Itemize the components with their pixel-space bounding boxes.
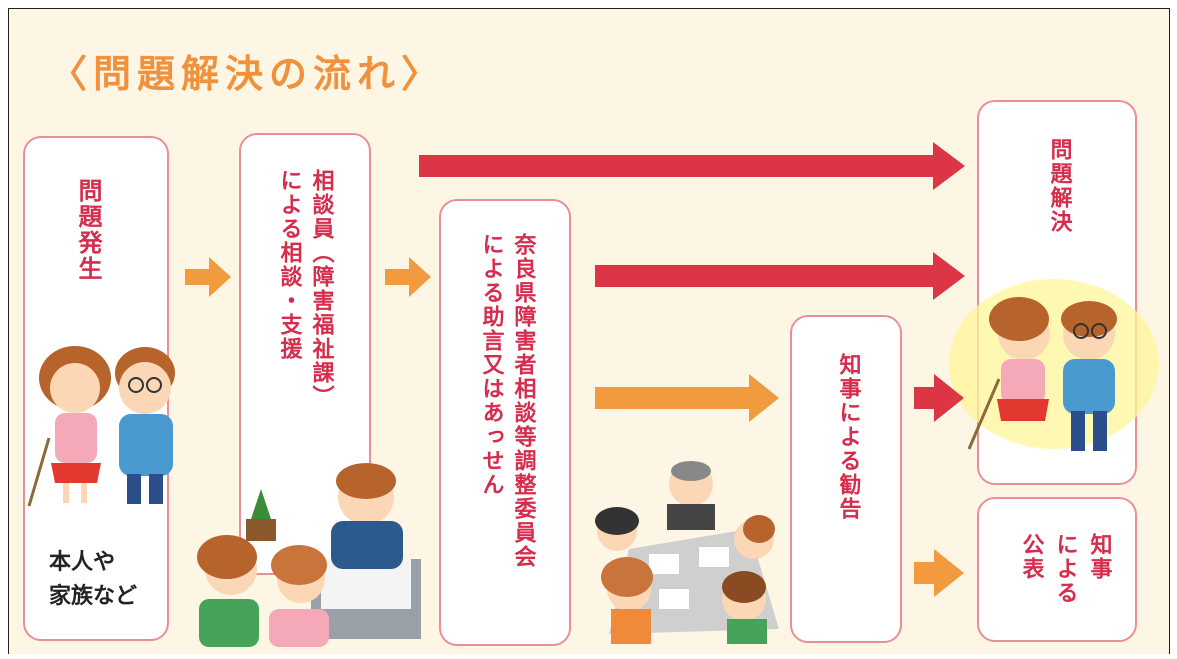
worried-family-illustration <box>27 346 175 507</box>
meeting-illustration <box>595 461 779 644</box>
publication-label-line3: 公表 <box>1018 533 1044 581</box>
box-committee: 奈良県障害者相談等調整委員会 による助言又はあっせん <box>439 199 571 646</box>
counselor-label-line2: による相談・支援 <box>276 169 302 361</box>
problem-solved-label: 問題解決 <box>1046 138 1072 234</box>
arrow-advice-to-solved <box>914 374 964 422</box>
counseling-illustration <box>197 463 421 647</box>
self-label-line2: 家族など <box>49 584 138 609</box>
problem-occurrence-label: 問題発生 <box>74 178 102 282</box>
box-publication: 知事 による 公表 <box>977 497 1137 642</box>
counselor-label-line1: 相談員（障害福祉課） <box>308 169 334 409</box>
committee-label-line2: による助言又はあっせん <box>478 233 504 497</box>
diagram-panel: 〈問題解決の流れ〉 問題発生 本人や 家族など <box>8 8 1170 654</box>
arrow-advice-to-publication <box>914 549 964 597</box>
arrow-committee-to-advice <box>595 374 779 422</box>
governor-advice-label: 知事による勧告 <box>835 353 861 521</box>
publication-label-line2: による <box>1052 533 1078 605</box>
arrow-committee-to-solved <box>595 252 965 300</box>
arrow-counselor-to-committee <box>385 257 431 297</box>
happy-family-illustration <box>949 279 1159 451</box>
box-governor-advice: 知事による勧告 <box>790 315 902 643</box>
page-title: 〈問題解決の流れ〉 <box>49 52 446 96</box>
arrow-counselor-to-solved <box>419 142 965 190</box>
box-problem-occurrence: 問題発生 本人や 家族など <box>23 136 175 641</box>
arrow-occurrence-to-counselor <box>185 257 231 297</box>
self-label-line1: 本人や <box>49 550 116 575</box>
committee-label-line1: 奈良県障害者相談等調整委員会 <box>510 233 536 569</box>
publication-label-line1: 知事 <box>1086 533 1112 581</box>
